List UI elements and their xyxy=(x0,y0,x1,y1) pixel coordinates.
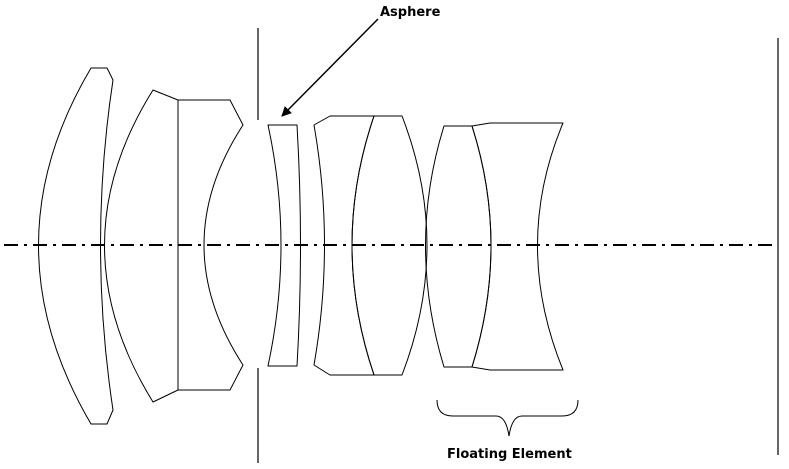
lens-element-8 xyxy=(471,122,564,371)
asphere-label: Asphere xyxy=(380,5,441,20)
floating-label: Floating Element xyxy=(447,447,572,462)
lens-element-asphere xyxy=(267,124,301,367)
lens-element-3 xyxy=(177,99,244,391)
lens-element-6 xyxy=(351,115,428,376)
lens-element-2 xyxy=(104,89,179,403)
floating-brace xyxy=(436,399,579,437)
lens-element-1 xyxy=(38,67,114,425)
asphere-arrow xyxy=(281,18,379,117)
